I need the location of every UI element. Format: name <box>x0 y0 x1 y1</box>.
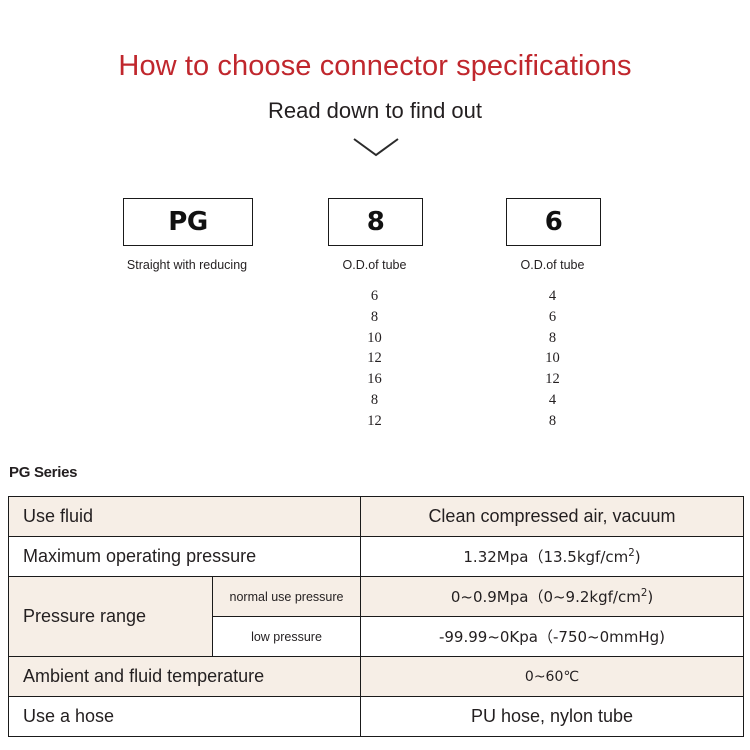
row-sublabel: low pressure <box>212 616 361 657</box>
row-value: 0~60℃ <box>360 656 744 697</box>
option-value: 16 <box>367 371 382 388</box>
option-value: 6 <box>370 288 379 304</box>
row-label: Ambient and fluid temperature <box>8 656 361 697</box>
option-value: 4 <box>548 288 557 304</box>
spec-box-series[interactable]: PG <box>123 198 253 246</box>
row-value-main: 1.32Mpa（13.5kgf/cm <box>463 548 629 566</box>
row-label: Maximum operating pressure <box>8 536 361 577</box>
option-value: 12 <box>367 350 382 367</box>
spec-box-od-primary[interactable]: 8 <box>328 198 423 246</box>
row-value-superscript: 2 <box>640 588 648 599</box>
row-value: PU hose, nylon tube <box>360 696 744 737</box>
row-value: 1.32Mpa（13.5kgf/cm2) <box>360 536 744 577</box>
row-value-tail: ) <box>634 548 641 566</box>
table-row: Pressure range normal use pressure 0~0.9… <box>8 576 744 657</box>
option-value: 8 <box>370 308 379 325</box>
row-label: Use fluid <box>8 496 361 537</box>
option-value: 12 <box>545 371 560 388</box>
chevron-down-icon <box>352 136 400 160</box>
option-value: 8 <box>548 412 557 429</box>
specification-table: Use fluid Clean compressed air, vacuum M… <box>8 496 744 737</box>
row-value-tail: ) <box>647 588 654 606</box>
row-label: Pressure range <box>8 576 213 657</box>
page-title: How to choose connector specifications <box>118 50 632 82</box>
table-row: Ambient and fluid temperature 0~60℃ <box>8 656 744 697</box>
option-value: 4 <box>548 391 557 408</box>
row-value: 0~0.9Mpa（0~9.2kgf/cm2) <box>360 576 744 617</box>
row-label: Use a hose <box>8 696 361 737</box>
spec-label-od-secondary: O.D.of tube <box>520 258 585 272</box>
spec-label-series: Straight with reducing <box>126 258 248 272</box>
spec-box-od-secondary[interactable]: 6 <box>506 198 601 246</box>
option-value: 10 <box>545 350 560 367</box>
option-value: 8 <box>548 329 557 346</box>
row-sublabel: normal use pressure <box>212 576 361 617</box>
spec-label-od-primary: O.D.of tube <box>342 258 407 272</box>
series-caption: PG Series <box>9 464 78 481</box>
page-subtitle: Read down to find out <box>267 98 483 123</box>
table-row: Maximum operating pressure 1.32Mpa（13.5k… <box>8 536 744 577</box>
table-row: Use a hose PU hose, nylon tube <box>8 696 744 737</box>
option-value: 12 <box>367 412 382 429</box>
row-value-superscript: 2 <box>628 548 635 559</box>
table-row: Use fluid Clean compressed air, vacuum <box>8 496 744 537</box>
option-value: 6 <box>548 308 557 325</box>
option-value: 8 <box>370 391 379 408</box>
option-column-od-secondary: 4 6 8 10 12 4 8 <box>506 286 599 432</box>
row-value: Clean compressed air, vacuum <box>360 496 744 537</box>
row-value-main: 0~0.9Mpa（0~9.2kgf/cm <box>450 588 641 606</box>
option-value: 10 <box>367 329 382 346</box>
option-column-od-primary: 6 8 10 12 16 8 12 <box>328 286 421 432</box>
row-value: -99.99~0Kpa（-750~0mmHg) <box>360 616 744 657</box>
